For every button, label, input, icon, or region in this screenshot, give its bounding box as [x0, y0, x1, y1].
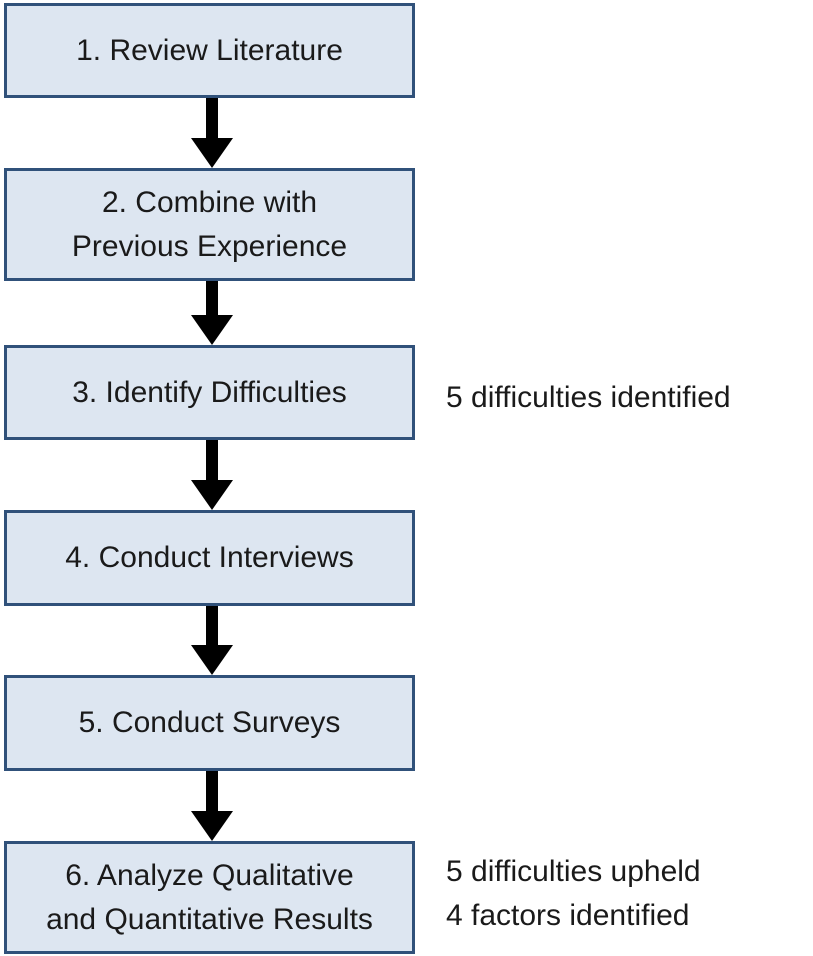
step-label: 5. Conduct Surveys — [78, 706, 341, 739]
step-label: 4. Conduct Interviews — [65, 541, 354, 574]
down-arrow-icon — [191, 771, 233, 841]
annotation-line: 5 difficulties upheld — [446, 855, 701, 888]
annotation-line: 4 factors identified — [446, 899, 690, 932]
annotation-step6: 5 difficulties upheld 4 factors identifi… — [446, 850, 701, 938]
step-box-combine-experience: 2. Combine with Previous Experience — [4, 168, 415, 281]
step-box-conduct-surveys: 5. Conduct Surveys — [4, 675, 415, 771]
step-label: 6. Analyze Qualitative and Quantitative … — [46, 858, 373, 936]
down-arrow-icon — [191, 606, 233, 675]
down-arrow-icon — [191, 440, 233, 510]
step-label: 2. Combine with Previous Experience — [71, 185, 348, 263]
step-box-identify-difficulties: 3. Identify Difficulties — [4, 345, 415, 440]
step-label: 3. Identify Difficulties — [72, 375, 347, 409]
down-arrow-icon — [191, 98, 233, 168]
step-box-review-literature: 1. Review Literature — [4, 3, 415, 98]
step-box-conduct-interviews: 4. Conduct Interviews — [4, 510, 415, 606]
down-arrow-icon — [191, 281, 233, 345]
annotation-step3: 5 difficulties identified — [446, 376, 731, 420]
step-box-analyze-results: 6. Analyze Qualitative and Quantitative … — [4, 841, 415, 954]
step-label: 1. Review Literature — [76, 33, 343, 67]
annotation-line: 5 difficulties identified — [446, 381, 731, 414]
